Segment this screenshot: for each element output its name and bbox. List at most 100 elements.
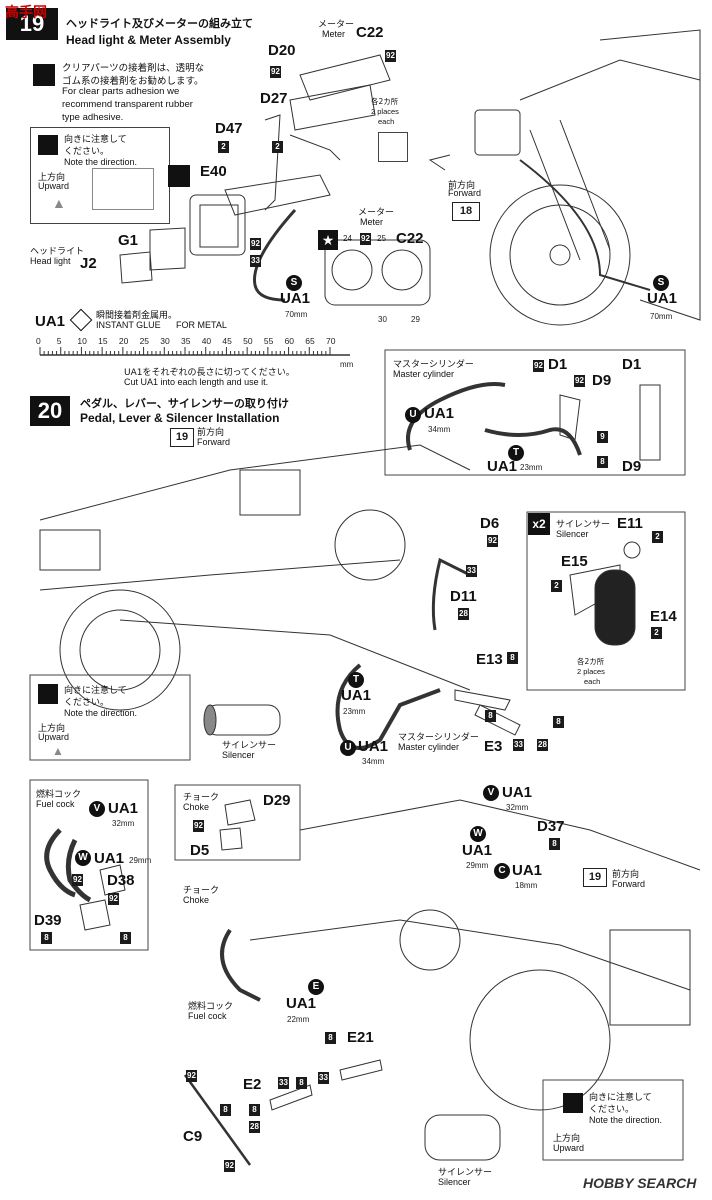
len-c: 18mm <box>515 881 538 890</box>
choke-jp-1: チョーク <box>183 793 220 803</box>
color-2-e11: 2 <box>652 531 663 543</box>
part-d29: D29 <box>263 792 291 809</box>
tail-light-drawing <box>39 529 101 571</box>
meter-jp-top: メーター <box>318 20 355 30</box>
color-2-e14: 2 <box>651 627 662 639</box>
direction-en-20: Note the direction. <box>64 708 138 718</box>
ruler-tick-label: 45 <box>222 336 232 346</box>
hose-ua1-u-drawing <box>406 382 506 451</box>
len-u2: 34mm <box>362 757 385 766</box>
headlight-lens-drawing <box>199 204 239 248</box>
headlight-jp: ヘッドライト <box>30 247 85 257</box>
silencer-bottom-drawing <box>424 1114 501 1161</box>
ruler-tick-label: 15 <box>98 336 108 346</box>
upward-jp-21: 上方向 <box>553 1134 581 1144</box>
part-c22-top: C22 <box>356 24 384 41</box>
part-d11: D11 <box>450 588 477 605</box>
master-jp-2: マスターシリンダー <box>398 733 479 743</box>
silencer-en-2: Silencer <box>222 750 255 760</box>
part-ua1-v2: UA1 <box>502 784 533 801</box>
color-33-e2: 33 <box>278 1077 289 1089</box>
color-33-e21: 33 <box>318 1072 329 1084</box>
color-92-d38: 92 <box>108 893 119 905</box>
color-92-c9b: 92 <box>224 1160 235 1172</box>
clear-note-jp-1: クリアパーツの接着剤は、透明な <box>62 63 205 74</box>
forward-en-20: Forward <box>197 437 231 447</box>
part-ua1-w2: UA1 <box>462 842 493 859</box>
color-2b: 2 <box>272 141 283 153</box>
direction-jp-20-2: ください。 <box>64 698 110 708</box>
tube-letter-c: C <box>494 863 510 879</box>
places-en-2: each <box>378 117 395 126</box>
pedal-e3-drawing <box>474 704 521 736</box>
ruler-tick-label: 55 <box>263 336 274 346</box>
ref-step-19-a: 19 <box>170 428 194 447</box>
color-8-c9: 8 <box>220 1104 231 1116</box>
engine-bottom-drawing <box>399 909 461 971</box>
color-2-e15: 2 <box>551 580 562 592</box>
part-ua1-u: UA1 <box>424 405 455 422</box>
tube-len-s-right: 70mm <box>650 312 673 321</box>
color-33-e3: 33 <box>513 739 524 751</box>
upward-en-20: Upward <box>38 732 70 742</box>
ref-step-18: 18 <box>452 202 480 221</box>
speedometer-drawing <box>381 249 423 291</box>
caution-icon-20 <box>38 684 58 704</box>
meter-body-drawing <box>289 84 376 131</box>
meter-panel-drawing <box>324 239 431 306</box>
part-d6: D6 <box>480 515 500 532</box>
fuel-jp-1: 燃料コック <box>36 790 82 800</box>
caution-icon <box>38 135 58 155</box>
places-en-1: 2 places <box>371 107 399 116</box>
clear-note-jp-2: ゴム系の接着剤をお勧めします。 <box>62 76 204 87</box>
tube-letter-t: T <box>508 445 524 461</box>
tube-len-s: 70mm <box>285 310 308 319</box>
frame-bottom-upper <box>299 799 701 871</box>
part-g1: G1 <box>118 232 139 249</box>
color-92-d6: 92 <box>487 535 498 547</box>
upward-en-21: Upward <box>553 1143 585 1153</box>
part-c22-meter: C22 <box>396 230 424 247</box>
color-8-e2b: 8 <box>249 1104 260 1116</box>
part-d1b: D1 <box>622 356 642 373</box>
part-ua1-t: UA1 <box>487 458 518 475</box>
part-d9: D9 <box>592 372 612 389</box>
fuel-hose-v-drawing <box>44 828 76 898</box>
headlight-preview <box>92 168 154 210</box>
frame-right-drawing <box>599 29 701 321</box>
part-d39: D39 <box>34 912 62 929</box>
color-8-d37: 8 <box>549 838 560 850</box>
engine-cover-drawing <box>334 509 406 581</box>
hose-ua1-t-drawing <box>484 427 582 456</box>
fuel-jp-2: 燃料コック <box>188 1002 234 1012</box>
direction-jp-1: 向きに注意して <box>64 135 127 145</box>
choke-en-2: Choke <box>183 895 210 905</box>
silencer-body-e14-drawing <box>594 569 636 646</box>
choke-en-1: Choke <box>183 802 210 812</box>
ua1-desc-en-2: FOR METAL <box>176 320 227 330</box>
len-v2: 32mm <box>506 803 529 812</box>
color-92-fuel: 92 <box>72 874 83 886</box>
ruler-tick-label: 70 <box>326 336 336 346</box>
part-ua1-e: UA1 <box>286 995 317 1012</box>
silencer-en-3: Silencer <box>438 1177 471 1187</box>
ruler-tick-label: 10 <box>77 336 87 346</box>
part-ua1-u2: UA1 <box>358 738 389 755</box>
len-w2: 29mm <box>466 861 489 870</box>
len-v: 32mm <box>112 819 135 828</box>
tail-bottom-drawing <box>609 929 691 1026</box>
frame-lower-drawing <box>39 559 401 591</box>
ruler-tick-label: 30 <box>160 336 170 346</box>
step-20-title-jp: ペダル、レバー、サイレンサーの取り付け <box>80 397 289 410</box>
color-28-e2: 28 <box>249 1121 260 1133</box>
front-wheel-drawing <box>489 184 631 326</box>
choke-d5-drawing <box>219 827 243 851</box>
part-e13: E13 <box>476 651 503 668</box>
silencer-cap-e11-drawing <box>623 541 641 559</box>
color-8-d39: 8 <box>41 932 52 944</box>
ruler-tick-label: 35 <box>181 336 191 346</box>
ruler-tick-label: 50 <box>243 336 253 346</box>
ua1-desc-en-1: INSTANT GLUE <box>96 320 161 330</box>
color-8-pedal2: 8 <box>553 716 564 728</box>
part-e40: E40 <box>200 163 227 180</box>
